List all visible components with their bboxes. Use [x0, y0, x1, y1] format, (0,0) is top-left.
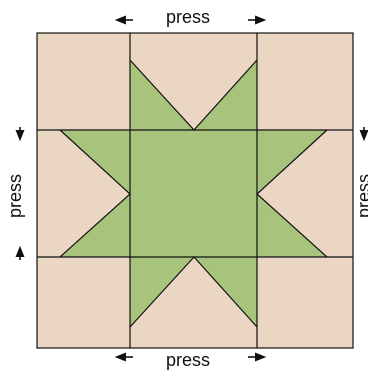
press-label-top: press [166, 7, 211, 27]
center-square [130, 130, 257, 257]
star-point-edges-left [59, 129, 131, 258]
press-arrows [15, 15, 368, 362]
star-point-edges-right [256, 129, 328, 258]
block-outline [36, 32, 354, 349]
press-label-left: press [5, 173, 25, 219]
press-label-bottom: press [166, 350, 211, 370]
star-point-edges-bottom [129, 256, 258, 328]
press-label-right: press [354, 173, 368, 219]
star-point-edges-top [129, 59, 258, 131]
seam-lines [36, 32, 354, 349]
